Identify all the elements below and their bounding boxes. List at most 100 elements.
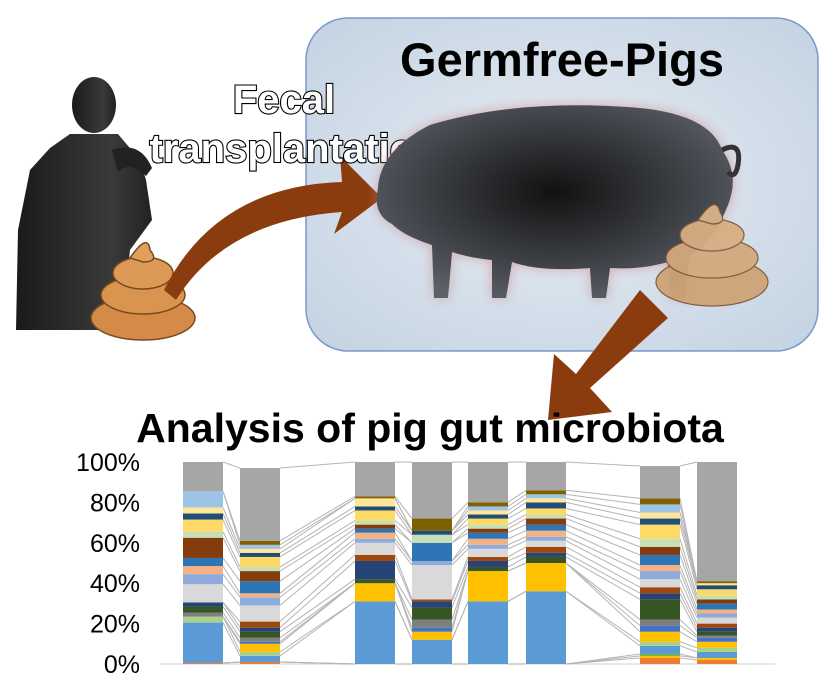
- stacked-bar-6: [526, 462, 566, 664]
- connector-line: [394, 554, 413, 600]
- bar-segment: [697, 609, 737, 614]
- analysis-title: Analysis of pig gut microbiota: [136, 405, 725, 451]
- connector-line: [679, 504, 698, 584]
- bar-segment: [355, 601, 395, 664]
- bar-segment: [697, 585, 737, 590]
- bar-segment: [640, 498, 680, 505]
- connector-line: [451, 528, 469, 544]
- connector-line: [394, 583, 413, 628]
- bar-segment: [697, 657, 737, 660]
- bar-segment: [468, 506, 508, 511]
- connector-line: [565, 540, 641, 580]
- bar-segment: [183, 584, 223, 603]
- bar-segment: [240, 643, 280, 652]
- bar-segment: [640, 524, 680, 539]
- connector-line: [222, 616, 241, 643]
- connector-line: [451, 601, 469, 640]
- bar-segment: [640, 554, 680, 566]
- connector-line: [222, 622, 241, 657]
- connector-line: [279, 510, 356, 558]
- connector-line: [279, 497, 356, 546]
- connector-line: [394, 510, 413, 536]
- bar-segment: [468, 502, 508, 507]
- connector-line: [507, 518, 527, 530]
- connector-line: [394, 578, 413, 608]
- bar-segment: [697, 595, 737, 600]
- connector-line: [679, 538, 698, 596]
- connector-line: [279, 532, 356, 594]
- bar-segment: [697, 583, 737, 586]
- connector-line: [222, 537, 241, 572]
- bar-segment: [355, 506, 395, 511]
- bar-segment: [183, 612, 223, 617]
- connector-line: [222, 661, 241, 664]
- bar-segment: [183, 606, 223, 613]
- bar-segment: [697, 617, 737, 624]
- bar-segment: [640, 655, 680, 658]
- connector-line: [679, 546, 698, 600]
- bar-segment: [240, 627, 280, 632]
- bar-connectors: [222, 461, 698, 665]
- bar-segment: [412, 607, 452, 620]
- bar-segment: [468, 560, 508, 568]
- bar-segment: [697, 651, 737, 658]
- connector-line: [222, 507, 241, 550]
- connector-line: [679, 631, 698, 643]
- connector-line: [565, 489, 641, 499]
- connector-line: [451, 538, 469, 562]
- bar-segment: [697, 613, 737, 618]
- bar-segment: [697, 641, 737, 648]
- bar-segment: [183, 602, 223, 607]
- bar-segment: [526, 508, 566, 515]
- bar-segment: [183, 622, 223, 663]
- connector-line: [565, 653, 641, 665]
- bar-segment: [240, 605, 280, 622]
- connector-line: [222, 519, 241, 558]
- bar-segment: [240, 552, 280, 557]
- connector-line: [679, 625, 698, 639]
- bar-segment: [526, 514, 566, 519]
- bar-segment: [640, 504, 680, 513]
- connector-line: [679, 498, 698, 582]
- connector-line: [279, 495, 356, 542]
- connector-line: [679, 657, 698, 661]
- bar-segment: [412, 639, 452, 664]
- bar-segment: [697, 631, 737, 636]
- bar-segment: [183, 662, 223, 664]
- bar-segment: [240, 581, 280, 594]
- connector-line: [394, 601, 413, 640]
- connector-line: [507, 530, 527, 540]
- connector-line: [565, 562, 641, 627]
- connector-line: [394, 498, 413, 531]
- bar-segment: [640, 619, 680, 626]
- bar-segment: [526, 552, 566, 557]
- bar-segment: [468, 532, 508, 539]
- bar-segment: [697, 599, 737, 604]
- bar-segment: [240, 468, 280, 541]
- human-poop-icon: [90, 241, 196, 341]
- bar-segment: [468, 544, 508, 549]
- y-tick-label: 40%: [90, 570, 140, 598]
- bar-segment: [183, 616, 223, 623]
- connector-line: [507, 556, 527, 568]
- bar-segment: [240, 593, 280, 598]
- connector-line: [279, 497, 356, 550]
- connector-line: [222, 491, 241, 541]
- bar-segment: [240, 556, 280, 568]
- connector-line: [279, 560, 356, 629]
- bar-segment: [183, 537, 223, 558]
- bar-segment: [526, 524, 566, 531]
- stacked-bar-7: [640, 466, 680, 664]
- bar-segment: [640, 587, 680, 594]
- bar-segment: [240, 651, 280, 656]
- connector-line: [222, 606, 241, 632]
- bar-segment: [355, 532, 395, 539]
- bar-segment: [355, 520, 395, 525]
- bar-segment: [697, 623, 737, 628]
- connector-line: [679, 578, 698, 618]
- bar-segment: [526, 490, 566, 495]
- analysis-arrow: [548, 290, 668, 420]
- bar-segment: [468, 571, 508, 602]
- bar-segment: [640, 645, 680, 654]
